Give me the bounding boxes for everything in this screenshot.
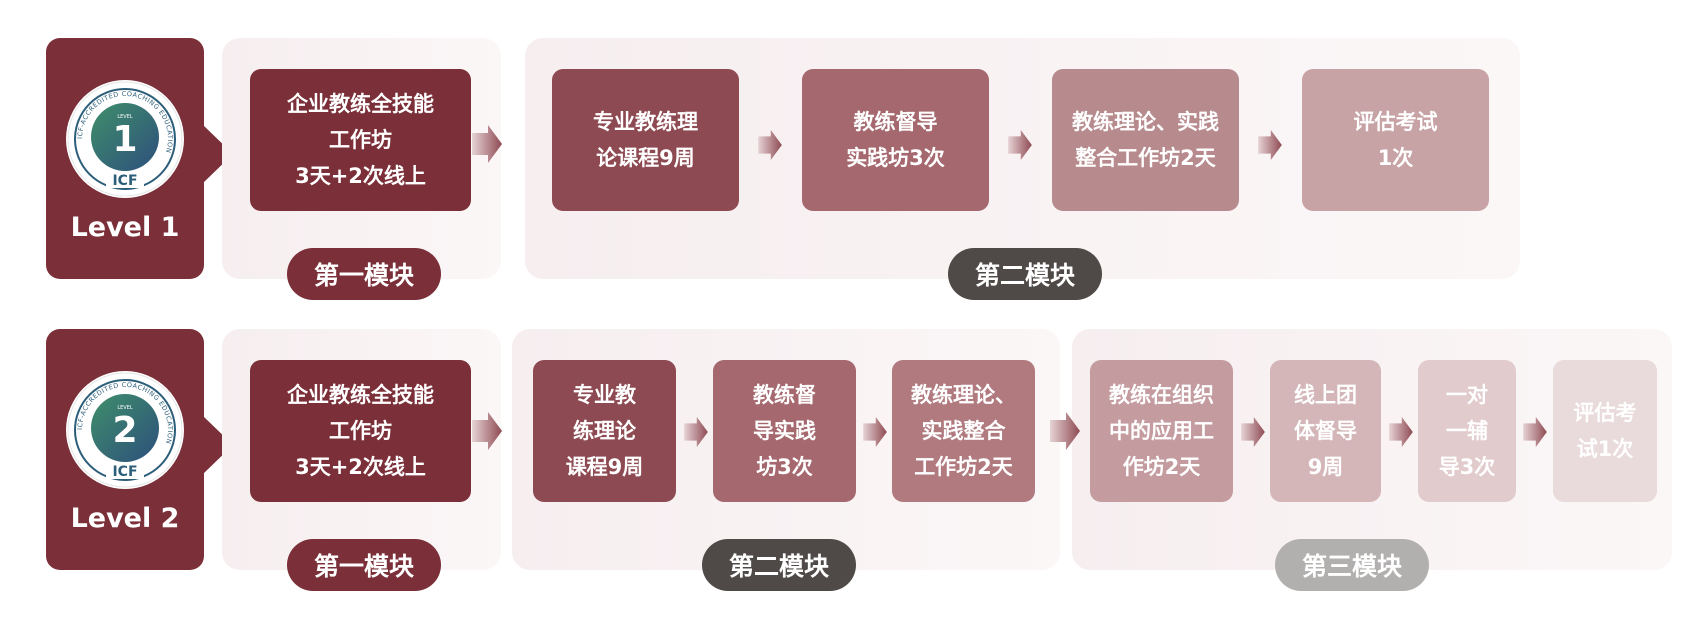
arrow-right-icon xyxy=(1523,417,1547,447)
level-2-module-2-label: 第二模块 xyxy=(702,539,856,591)
arrow-right-icon xyxy=(1241,417,1265,447)
level-2-step-7: 一对 一辅 导3次 xyxy=(1418,360,1516,502)
level-1-module-1-label: 第一模块 xyxy=(287,248,441,300)
icf-badge-icon: ICF-ACCREDITED COACHING EDUCATION LEVEL … xyxy=(66,80,184,198)
arrow-right-icon xyxy=(758,130,782,160)
svg-text:LEVEL: LEVEL xyxy=(117,114,133,120)
arrow-right-icon xyxy=(863,417,887,447)
level-1-step-1: 企业教练全技能 工作坊 3天+2次线上 xyxy=(250,69,471,211)
svg-text:ICF: ICF xyxy=(112,464,137,480)
arrow-right-icon xyxy=(1258,130,1282,160)
level-2-step-5: 教练在组织 中的应用工 作坊2天 xyxy=(1090,360,1233,502)
level-1-badge: ICF-ACCREDITED COACHING EDUCATION LEVEL … xyxy=(46,38,233,279)
level-label: Level 2 xyxy=(70,503,180,534)
level-2-badge: ICF-ACCREDITED COACHING EDUCATION LEVEL … xyxy=(46,329,233,570)
level-1-module-2-label: 第二模块 xyxy=(948,248,1102,300)
level-2-step-2: 专业教 练理论 课程9周 xyxy=(533,360,676,502)
svg-text:ICF: ICF xyxy=(112,173,137,189)
level-2-step-6: 线上团 体督导 9周 xyxy=(1270,360,1381,502)
level-1-step-5: 评估考试 1次 xyxy=(1302,69,1489,211)
level-2-step-3: 教练督 导实践 坊3次 xyxy=(713,360,856,502)
svg-text:LEVEL: LEVEL xyxy=(117,405,133,411)
arrow-right-icon xyxy=(1008,130,1032,160)
level-label: Level 1 xyxy=(70,212,180,243)
icf-badge-icon: ICF-ACCREDITED COACHING EDUCATION LEVEL … xyxy=(66,371,184,489)
level-1-step-4: 教练理论、实践 整合工作坊2天 xyxy=(1052,69,1239,211)
level-2-step-8: 评估考 试1次 xyxy=(1553,360,1657,502)
arrow-right-icon xyxy=(1389,417,1413,447)
level-2-step-4: 教练理论、 实践整合 工作坊2天 xyxy=(892,360,1035,502)
level-2-step-1: 企业教练全技能 工作坊 3天+2次线上 xyxy=(250,360,471,502)
level-2-module-3-label: 第三模块 xyxy=(1275,539,1429,591)
level-1-step-3: 教练督导 实践坊3次 xyxy=(802,69,989,211)
arrow-right-icon xyxy=(1050,412,1080,450)
level-1-step-2: 专业教练理 论课程9周 xyxy=(552,69,739,211)
arrow-right-icon xyxy=(472,412,502,450)
svg-text:2: 2 xyxy=(112,410,137,451)
arrow-right-icon xyxy=(684,417,708,447)
level-2-module-1-label: 第一模块 xyxy=(287,539,441,591)
arrow-right-icon xyxy=(472,125,502,163)
svg-text:1: 1 xyxy=(112,119,137,160)
